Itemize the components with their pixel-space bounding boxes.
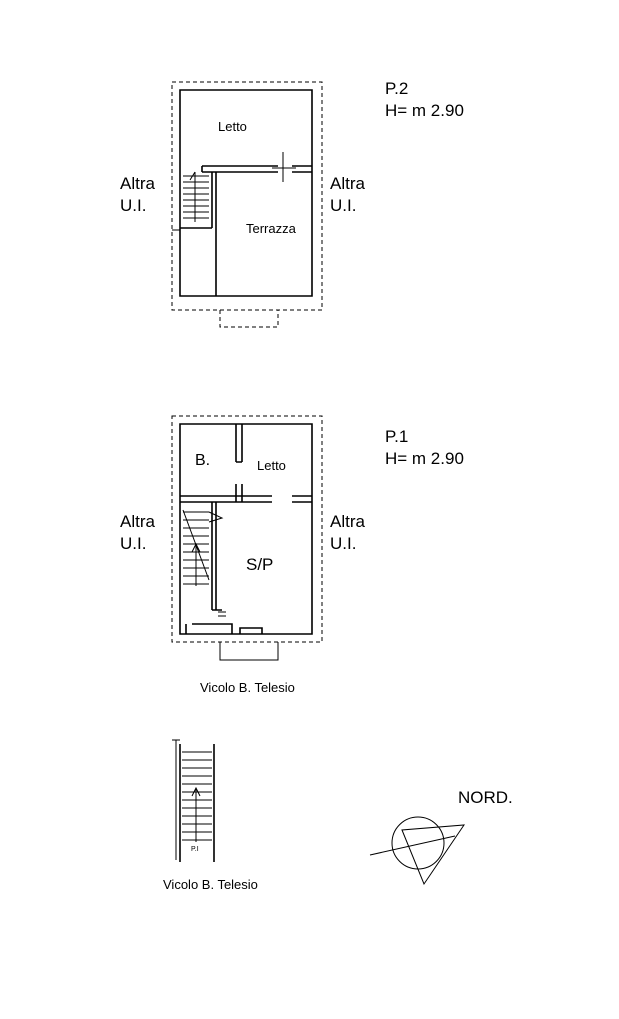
- floor-1-boundary: [171, 415, 323, 643]
- floor-2-right-neighbor-line2: U.I.: [330, 196, 356, 215]
- floor-2-plan: [171, 81, 323, 328]
- floor-2-stair-wall: [180, 172, 217, 296]
- floor-1-living-label: S/P: [246, 555, 273, 574]
- floor-2-balcony: [219, 310, 279, 328]
- floor-2-level-label: P.2: [385, 79, 408, 98]
- ground-street-label: Vicolo B. Telesio: [163, 877, 258, 892]
- floor-1-upper-wall: [180, 484, 312, 503]
- floor-1-stair: [182, 509, 224, 586]
- floor-1-right-neighbor-line2: U.I.: [330, 534, 356, 553]
- floor-2-boundary: [171, 81, 323, 311]
- floor-2-left-neighbor-line1: Altra: [120, 174, 156, 193]
- floor-1-walls: [179, 423, 313, 635]
- floor-2-left-neighbor-line2: U.I.: [120, 196, 146, 215]
- floor-1-bedroom-label: Letto: [257, 458, 286, 473]
- floor-2-stair: [183, 171, 209, 222]
- floor-1-partition: [235, 424, 243, 463]
- floor-1-street-label: Vicolo B. Telesio: [200, 680, 295, 695]
- north-label: NORD.: [458, 788, 513, 807]
- floor-2-bedroom-wall: [201, 165, 312, 173]
- north-arrow-icon: [369, 816, 465, 886]
- floor-1-left-neighbor-line1: Altra: [120, 512, 156, 531]
- floor-1-level-label: P.1: [385, 427, 408, 446]
- floor-1-plan: [171, 415, 323, 661]
- floor-2-terrace-label: Terrazza: [246, 221, 297, 236]
- floor-1-height-label: H= m 2.90: [385, 449, 464, 468]
- floor-1-entrance-step: [219, 642, 279, 661]
- floor-2-height-label: H= m 2.90: [385, 101, 464, 120]
- floor-1-bath-label: B.: [195, 452, 210, 469]
- floor-2-bedroom-label: Letto: [218, 119, 247, 134]
- floor-2-door: [272, 152, 296, 182]
- floor-1-left-neighbor-line2: U.I.: [120, 534, 146, 553]
- floor-2-right-neighbor-line1: Altra: [330, 174, 366, 193]
- floor-1-right-neighbor-line1: Altra: [330, 512, 366, 531]
- floor-1-bottom-wall: [185, 623, 263, 634]
- ground-stair-plan: [172, 739, 215, 862]
- ground-stair-tag: P.I: [191, 846, 199, 853]
